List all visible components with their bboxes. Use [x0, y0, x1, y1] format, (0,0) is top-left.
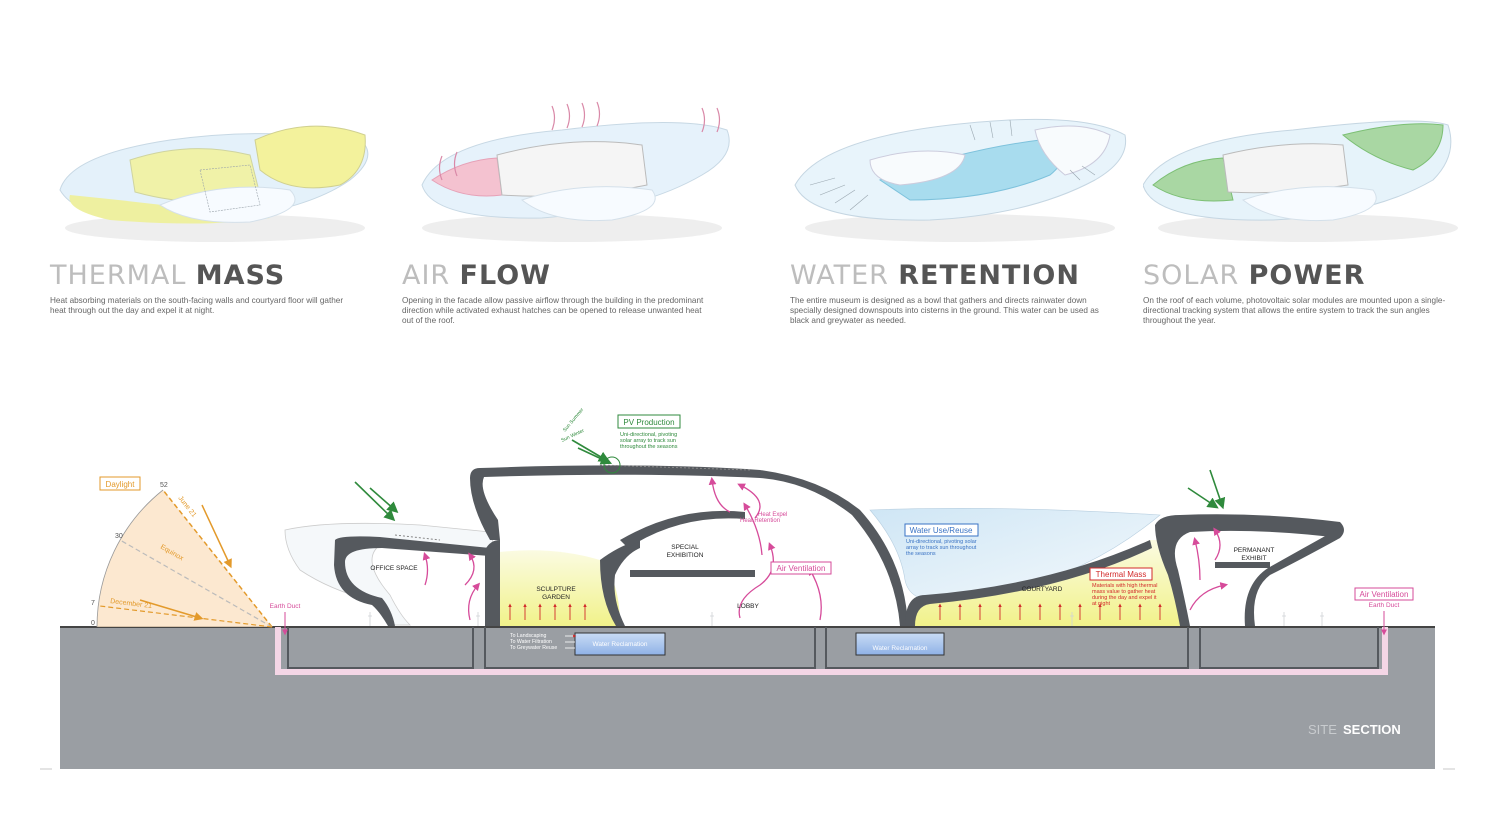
- air-ventilation-right-label: Air Ventilation: [1360, 590, 1409, 599]
- reuse-greywater: To Greywater Reuse: [510, 645, 557, 651]
- water-reclamation-label-2: Water Reclamation: [872, 645, 927, 652]
- museum-building: [284, 456, 1344, 626]
- water-reclamation-tank-1: [574, 632, 666, 656]
- solar-power-model: [1143, 120, 1458, 242]
- site-section-title-light: SITE: [1308, 722, 1337, 737]
- air-ventilation-label: Air Ventilation: [777, 564, 826, 573]
- angle-0: 0: [91, 620, 95, 627]
- thermal-desc-2: mass value to gather heat: [1092, 589, 1156, 595]
- water-use-desc-1: Uni-directional, pivoting solar: [906, 539, 977, 545]
- water-use-desc-2: array to track sun throughout: [906, 545, 977, 551]
- thermal-mass-title: Thermal Mass: [1096, 570, 1147, 579]
- pv-title: PV Production: [623, 418, 674, 427]
- panel-thermal-mass: THERMAL MASS Heat absorbing materials on…: [50, 0, 410, 330]
- earth-duct: [275, 627, 1388, 675]
- water-retention-model: [794, 118, 1127, 242]
- panel-description: The entire museum is designed as a bowl …: [790, 296, 1099, 325]
- water-reclamation-label-1: Water Reclamation: [592, 641, 647, 648]
- angle-52: 52: [160, 482, 168, 489]
- thermal-desc-4: at night: [1092, 601, 1111, 607]
- water-use-title: Water Use/Reuse: [910, 526, 973, 535]
- panel-description: Heat absorbing materials on the south-fa…: [50, 296, 344, 315]
- panel-description: Opening in the facade allow passive airf…: [402, 296, 704, 325]
- site-section-title-bold: SECTION: [1343, 722, 1401, 737]
- earth-duct-label: Earth Duct: [270, 603, 301, 610]
- room-special-2: EXHIBITION: [667, 552, 704, 559]
- room-courtyard: COURTYARD: [1022, 586, 1063, 593]
- room-office: OFFICE SPACE: [370, 565, 418, 572]
- room-perm-1: PERMANANT: [1234, 547, 1275, 554]
- daylight-diagram: Daylight 52 30 7 0 June 21 Equinox Decem…: [91, 476, 273, 628]
- site-section-drawing: Daylight 52 30 7 0 June 21 Equinox Decem…: [40, 407, 1455, 770]
- water-reclamation-tank-2: [855, 632, 945, 656]
- panel-title: WATER RETENTION: [790, 260, 1080, 291]
- panel-title: THERMAL MASS: [50, 260, 286, 291]
- room-perm-2: EXHIBIT: [1241, 555, 1266, 562]
- pv-desc-3: throughout the seasons: [620, 444, 678, 450]
- earth-duct-right-label: Earth Duct: [1369, 602, 1400, 609]
- room-garden-1: SCULPTURE: [536, 586, 576, 593]
- panel-title: AIR FLOW: [402, 260, 551, 291]
- room-lobby: LOBBY: [737, 603, 759, 610]
- room-special-1: SPECIAL: [671, 544, 699, 551]
- angle-7: 7: [91, 600, 95, 607]
- heat-retention-label: Heat Retention: [740, 518, 780, 524]
- panel-title: SOLAR POWER: [1143, 260, 1366, 291]
- water-use-desc-3: the seasons: [906, 551, 936, 557]
- thermal-desc-3: during the day and expel it: [1092, 595, 1157, 601]
- air-flow-model: [421, 101, 730, 242]
- pv-desc-1: Uni-directional, pivoting: [620, 432, 677, 438]
- thermal-mass-model: [59, 125, 369, 242]
- panel-solar-power: SOLAR POWER On the roof of each volume, …: [1143, 0, 1500, 330]
- panel-water-retention: WATER RETENTION The entire museum is des…: [790, 0, 1150, 330]
- reuse-landscaping: To Landscaping: [510, 633, 546, 639]
- pv-desc-2: solar array to track sun: [620, 438, 676, 444]
- panel-air-flow: AIR FLOW Opening in the facade allow pas…: [402, 0, 762, 330]
- panel-description: On the roof of each volume, photovoltaic…: [1143, 296, 1446, 325]
- thermal-desc-1: Materials with high thermal: [1092, 583, 1157, 589]
- room-garden-2: GARDEN: [542, 594, 570, 601]
- daylight-label: Daylight: [106, 480, 136, 489]
- reuse-filtration: To Water Filtration: [510, 639, 552, 645]
- heat-expel-label: Heat Expel: [758, 512, 787, 518]
- angle-30: 30: [115, 533, 123, 540]
